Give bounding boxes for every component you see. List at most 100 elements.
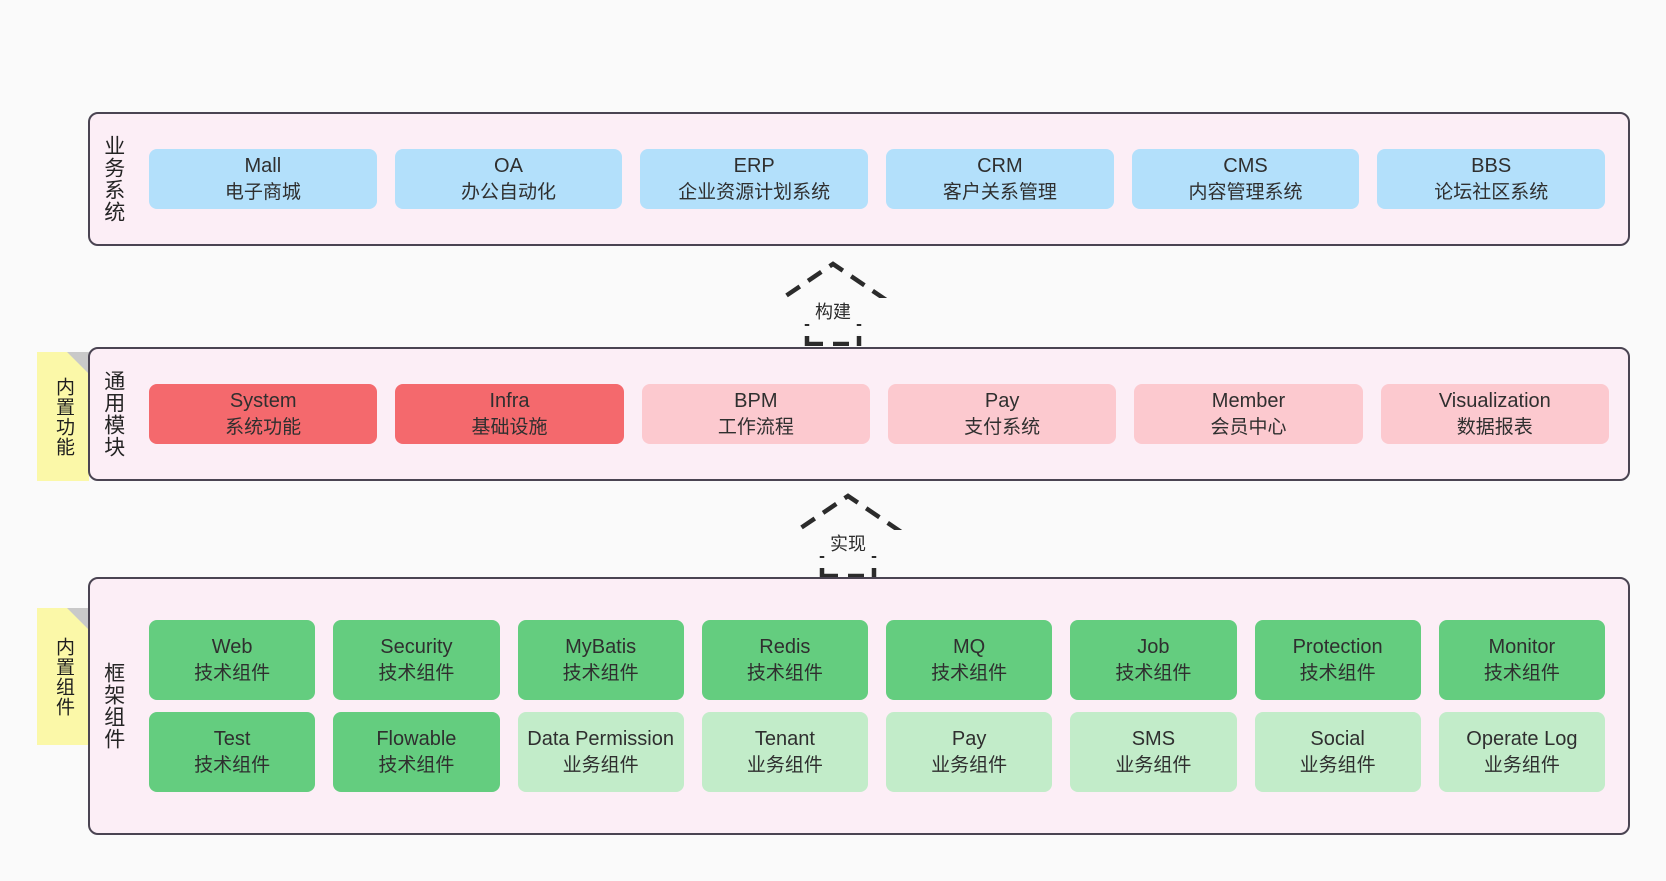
card-subtitle: 企业资源计划系统 (678, 181, 831, 203)
card-title: Member (1211, 390, 1286, 413)
page-fold-icon (67, 352, 89, 374)
card-subtitle: 技术组件 (1483, 662, 1560, 684)
list-item: BPM 工作流程 (633, 384, 879, 444)
list-item: Test 技术组件 (140, 712, 324, 792)
card-title: Visualization (1438, 390, 1551, 413)
card-title: Test (213, 728, 251, 751)
sticky-note-label: 内置功能 (53, 376, 75, 457)
card-title: System (229, 390, 297, 413)
card-title: Mall (244, 155, 282, 178)
card-title: CRM (977, 155, 1023, 178)
card-subtitle: 论坛社区系统 (1434, 181, 1549, 203)
card-title: Redis (759, 636, 811, 659)
module-card-system[interactable]: System 系统功能 (149, 384, 378, 444)
list-item: Monitor 技术组件 (1430, 620, 1614, 700)
card-subtitle: 系统功能 (225, 416, 302, 438)
list-item: CRM 客户关系管理 (877, 149, 1123, 209)
card-title: BPM (734, 390, 778, 413)
sticky-note-builtin-component: 内置组件 (37, 608, 89, 745)
layer-title-modules: 通用模块 (101, 370, 125, 458)
module-card-visualization[interactable]: Visualization 数据报表 (1380, 384, 1609, 444)
card-title: OA (494, 155, 523, 178)
module-card-crm[interactable]: CRM 客户关系管理 (886, 149, 1114, 209)
list-item: System 系统功能 (140, 384, 386, 444)
card-title: MQ (953, 636, 986, 659)
list-item: ERP 企业资源计划系统 (631, 149, 877, 209)
card-subtitle: 技术组件 (378, 662, 455, 684)
component-card-security[interactable]: Security 技术组件 (333, 620, 500, 700)
card-title: Monitor (1488, 636, 1556, 659)
list-item: Security 技术组件 (324, 620, 508, 700)
module-card-infra[interactable]: Infra 基础设施 (395, 384, 624, 444)
card-subtitle: 技术组件 (1299, 662, 1376, 684)
card-subtitle: 工作流程 (717, 416, 794, 438)
component-card-test[interactable]: Test 技术组件 (149, 712, 316, 792)
list-item: Infra 基础设施 (386, 384, 632, 444)
list-item: Protection 技术组件 (1246, 620, 1430, 700)
card-title: Web (211, 636, 253, 659)
card-subtitle: 客户关系管理 (942, 181, 1057, 203)
list-item: Visualization 数据报表 (1372, 384, 1618, 444)
card-title: Security (380, 636, 453, 659)
card-title: CMS (1223, 155, 1268, 178)
card-subtitle: 技术组件 (378, 754, 455, 776)
layer-title-framework: 框架组件 (101, 662, 125, 750)
module-card-erp[interactable]: ERP 企业资源计划系统 (640, 149, 869, 209)
component-card-protection[interactable]: Protection 技术组件 (1254, 620, 1421, 700)
sticky-note-label: 内置组件 (53, 636, 75, 717)
card-title: Tenant (754, 728, 815, 751)
card-subtitle: 业务组件 (1299, 754, 1376, 776)
connector-label-build: 构建 (745, 298, 921, 324)
component-card-monitor[interactable]: Monitor 技术组件 (1438, 620, 1605, 700)
module-card-bpm[interactable]: BPM 工作流程 (641, 384, 870, 444)
card-title: Infra (489, 390, 530, 413)
card-subtitle: 基础设施 (471, 416, 548, 438)
card-title: Pay (951, 728, 987, 751)
card-subtitle: 技术组件 (194, 754, 271, 776)
card-subtitle: 数据报表 (1456, 416, 1533, 438)
card-subtitle: 业务组件 (562, 754, 639, 776)
card-title: ERP (733, 155, 775, 178)
card-title: Protection (1292, 636, 1383, 659)
